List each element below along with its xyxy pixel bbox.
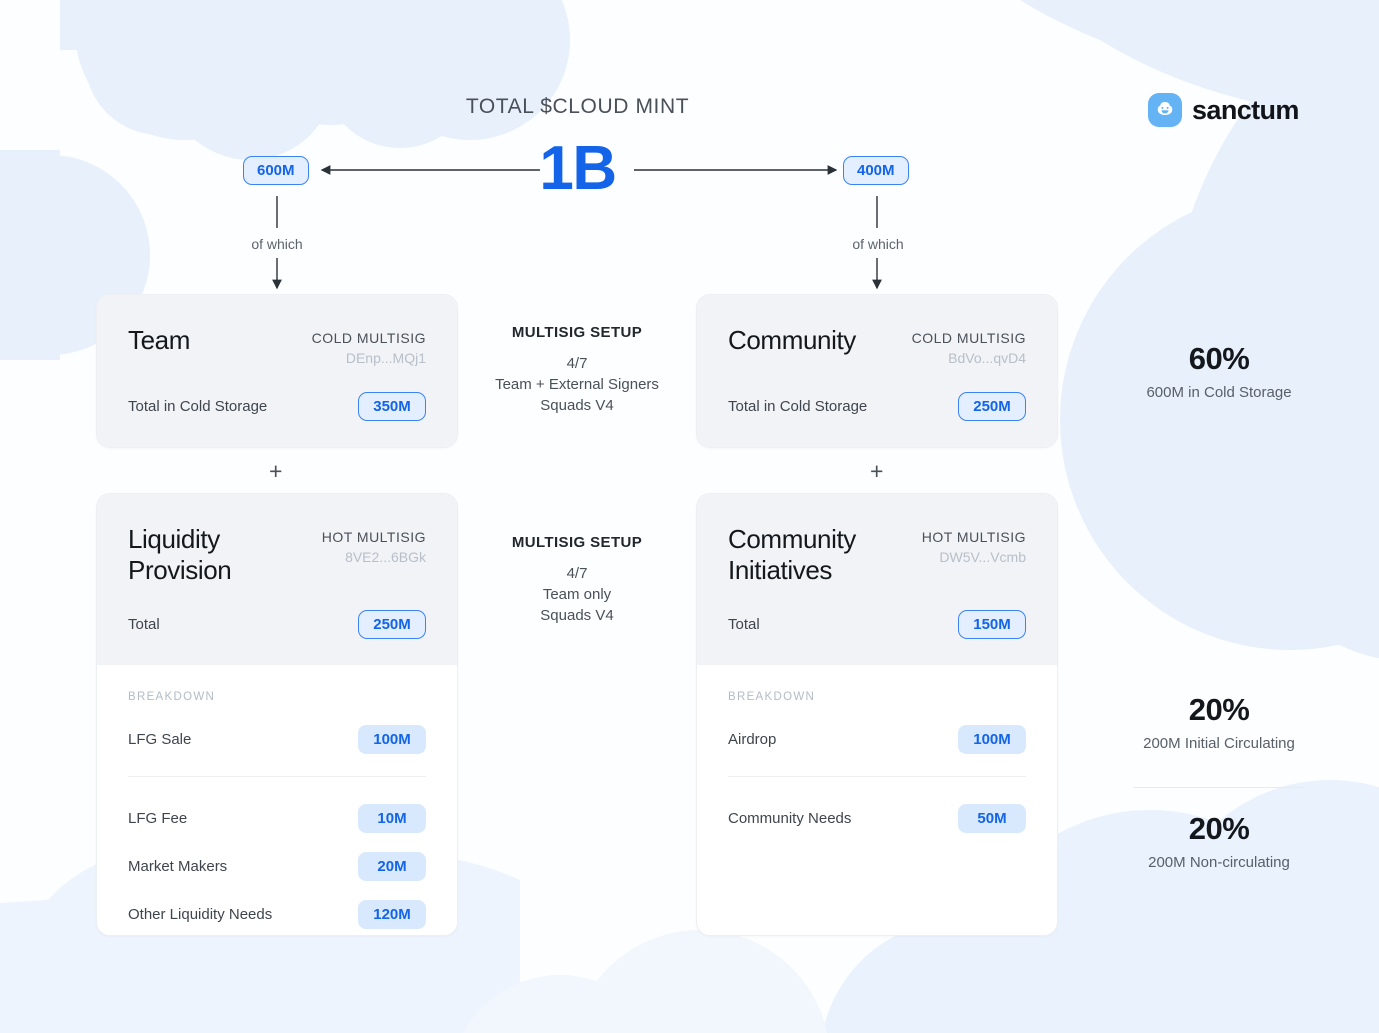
card-liquidity-multisig-kind: HOT MULTISIG: [321, 529, 426, 545]
multisig-setup-hot-title: MULTISIG SETUP: [511, 534, 643, 551]
card-liquidity-breakdown-label: BREAKDOWN: [128, 691, 216, 703]
list-item: Market Makers 20M: [128, 852, 426, 881]
of-which-label-right: of which: [852, 236, 904, 252]
breakdown-divider: [728, 776, 1026, 777]
stat-initial-circulating: 20% 200M Initial Circulating: [1089, 692, 1349, 752]
multisig-setup-cold-platform: Squads V4: [540, 397, 614, 414]
multisig-setup-hot: MULTISIG SETUP 4/7 Team only Squads V4: [447, 534, 707, 626]
stat-non-circulating-sub: 200M Non-circulating: [1148, 854, 1290, 871]
list-item: Other Liquidity Needs 120M: [128, 900, 426, 929]
multisig-setup-hot-threshold: 4/7: [566, 565, 588, 582]
stat-non-circulating-pct: 20%: [1188, 811, 1250, 846]
breakdown-value-community-needs: 50M: [958, 804, 1026, 833]
card-community-initiatives: Community Initiatives HOT MULTISIG DW5V.…: [696, 493, 1058, 936]
card-team-total-label: Total in Cold Storage: [128, 398, 268, 415]
card-community-initiatives-breakdown: BREAKDOWN Airdrop 100M Community Needs 5…: [697, 665, 1057, 853]
card-community-address: BdVo...qvD4: [948, 350, 1026, 366]
breakdown-label-market-makers: Market Makers: [128, 858, 228, 875]
card-community-initiatives-meta: HOT MULTISIG DW5V...Vcmb: [922, 524, 1026, 567]
card-liquidity-total-label: Total: [128, 616, 160, 633]
breakdown-label-lfg-fee: LFG Fee: [128, 810, 188, 827]
card-team-meta: COLD MULTISIG DEnp...MQj1: [312, 325, 426, 368]
multisig-setup-hot-signers: Team only: [542, 586, 612, 603]
card-team-header: Team COLD MULTISIG DEnp...MQj1 Total in …: [97, 295, 457, 447]
stat-cold-storage: 60% 600M in Cold Storage: [1089, 341, 1349, 401]
breakdown-value-other-liquidity-needs: 120M: [358, 900, 426, 929]
card-community-initiatives-total-label: Total: [728, 616, 760, 633]
list-item: Airdrop 100M: [728, 725, 1026, 754]
card-liquidity-meta: HOT MULTISIG 8VE2...6BGk: [322, 524, 426, 567]
card-liquidity-address: 8VE2...6BGk: [345, 549, 426, 565]
card-community-initiatives-address: DW5V...Vcmb: [939, 549, 1026, 565]
total-mint-value: 1B: [539, 134, 617, 203]
list-item: Community Needs 50M: [728, 804, 1026, 833]
page-title: TOTAL $CLOUD MINT: [465, 95, 690, 118]
card-team-address: DEnp...MQj1: [345, 350, 426, 366]
card-liquidity-provision: Liquidity Provision HOT MULTISIG 8VE2...…: [96, 493, 458, 936]
card-community-initiatives-multisig-kind: HOT MULTISIG: [921, 529, 1026, 545]
card-team-multisig-kind: COLD MULTISIG: [311, 330, 426, 346]
card-community-multisig-kind: COLD MULTISIG: [911, 330, 1026, 346]
card-community-initiatives-total-value: 150M: [958, 610, 1026, 639]
split-pill-left: 600M: [243, 156, 309, 185]
breakdown-value-market-makers: 20M: [358, 852, 426, 881]
card-team-title: Team: [128, 325, 190, 355]
stat-cold-storage-pct: 60%: [1188, 341, 1250, 376]
card-liquidity-title-line1: Liquidity: [128, 524, 220, 554]
stat-non-circulating: 20% 200M Non-circulating: [1089, 811, 1349, 871]
list-item: LFG Sale 100M: [128, 725, 426, 754]
card-community-initiatives-header: Community Initiatives HOT MULTISIG DW5V.…: [697, 494, 1057, 665]
stat-initial-circulating-pct: 20%: [1188, 692, 1250, 727]
card-liquidity-total-value: 250M: [358, 610, 426, 639]
stat-initial-circulating-sub: 200M Initial Circulating: [1143, 735, 1295, 752]
card-community-total-label: Total in Cold Storage: [728, 398, 868, 415]
plus-separator-left: +: [269, 458, 283, 484]
multisig-setup-cold-threshold: 4/7: [566, 355, 588, 372]
breakdown-value-lfg-fee: 10M: [358, 804, 426, 833]
breakdown-value-lfg-sale: 100M: [358, 725, 426, 754]
stat-cold-storage-sub: 600M in Cold Storage: [1146, 384, 1292, 401]
card-community-initiatives-breakdown-label: BREAKDOWN: [728, 691, 816, 703]
multisig-setup-hot-platform: Squads V4: [540, 607, 614, 624]
card-community-meta: COLD MULTISIG BdVo...qvD4: [912, 325, 1026, 368]
card-community-initiatives-title-line1: Community: [728, 524, 856, 554]
brand-name: sanctum: [1192, 94, 1299, 125]
card-team-total-value: 350M: [358, 392, 426, 421]
card-community-title: Community: [728, 325, 856, 355]
of-which-label-left: of which: [251, 236, 303, 252]
stat-divider: [1133, 787, 1305, 788]
brand-logo: sanctum: [1148, 93, 1299, 127]
split-pill-right: 400M: [843, 156, 909, 185]
multisig-setup-cold: MULTISIG SETUP 4/7 Team + External Signe…: [447, 324, 707, 416]
breakdown-label-other-liquidity-needs: Other Liquidity Needs: [128, 906, 273, 923]
plus-separator-right: +: [870, 458, 884, 484]
card-community: Community COLD MULTISIG BdVo...qvD4 Tota…: [696, 294, 1058, 448]
list-item: LFG Fee 10M: [128, 804, 426, 833]
card-community-header: Community COLD MULTISIG BdVo...qvD4 Tota…: [697, 295, 1057, 447]
multisig-setup-cold-signers: Team + External Signers: [495, 376, 659, 393]
breakdown-divider: [128, 776, 426, 777]
card-liquidity-title: Liquidity Provision: [128, 524, 232, 586]
card-community-initiatives-title-line2: Initiatives: [728, 555, 832, 585]
card-liquidity-header: Liquidity Provision HOT MULTISIG 8VE2...…: [97, 494, 457, 665]
card-community-total-value: 250M: [958, 392, 1026, 421]
breakdown-label-airdrop: Airdrop: [728, 731, 777, 748]
card-team: Team COLD MULTISIG DEnp...MQj1 Total in …: [96, 294, 458, 448]
breakdown-label-community-needs: Community Needs: [728, 810, 852, 827]
multisig-setup-cold-title: MULTISIG SETUP: [511, 324, 643, 341]
breakdown-value-airdrop: 100M: [958, 725, 1026, 754]
breakdown-label-lfg-sale: LFG Sale: [128, 731, 192, 748]
card-community-initiatives-title: Community Initiatives: [728, 524, 856, 586]
card-liquidity-breakdown: BREAKDOWN LFG Sale 100M LFG Fee 10M Mark…: [97, 665, 457, 935]
card-liquidity-title-line2: Provision: [128, 555, 232, 585]
